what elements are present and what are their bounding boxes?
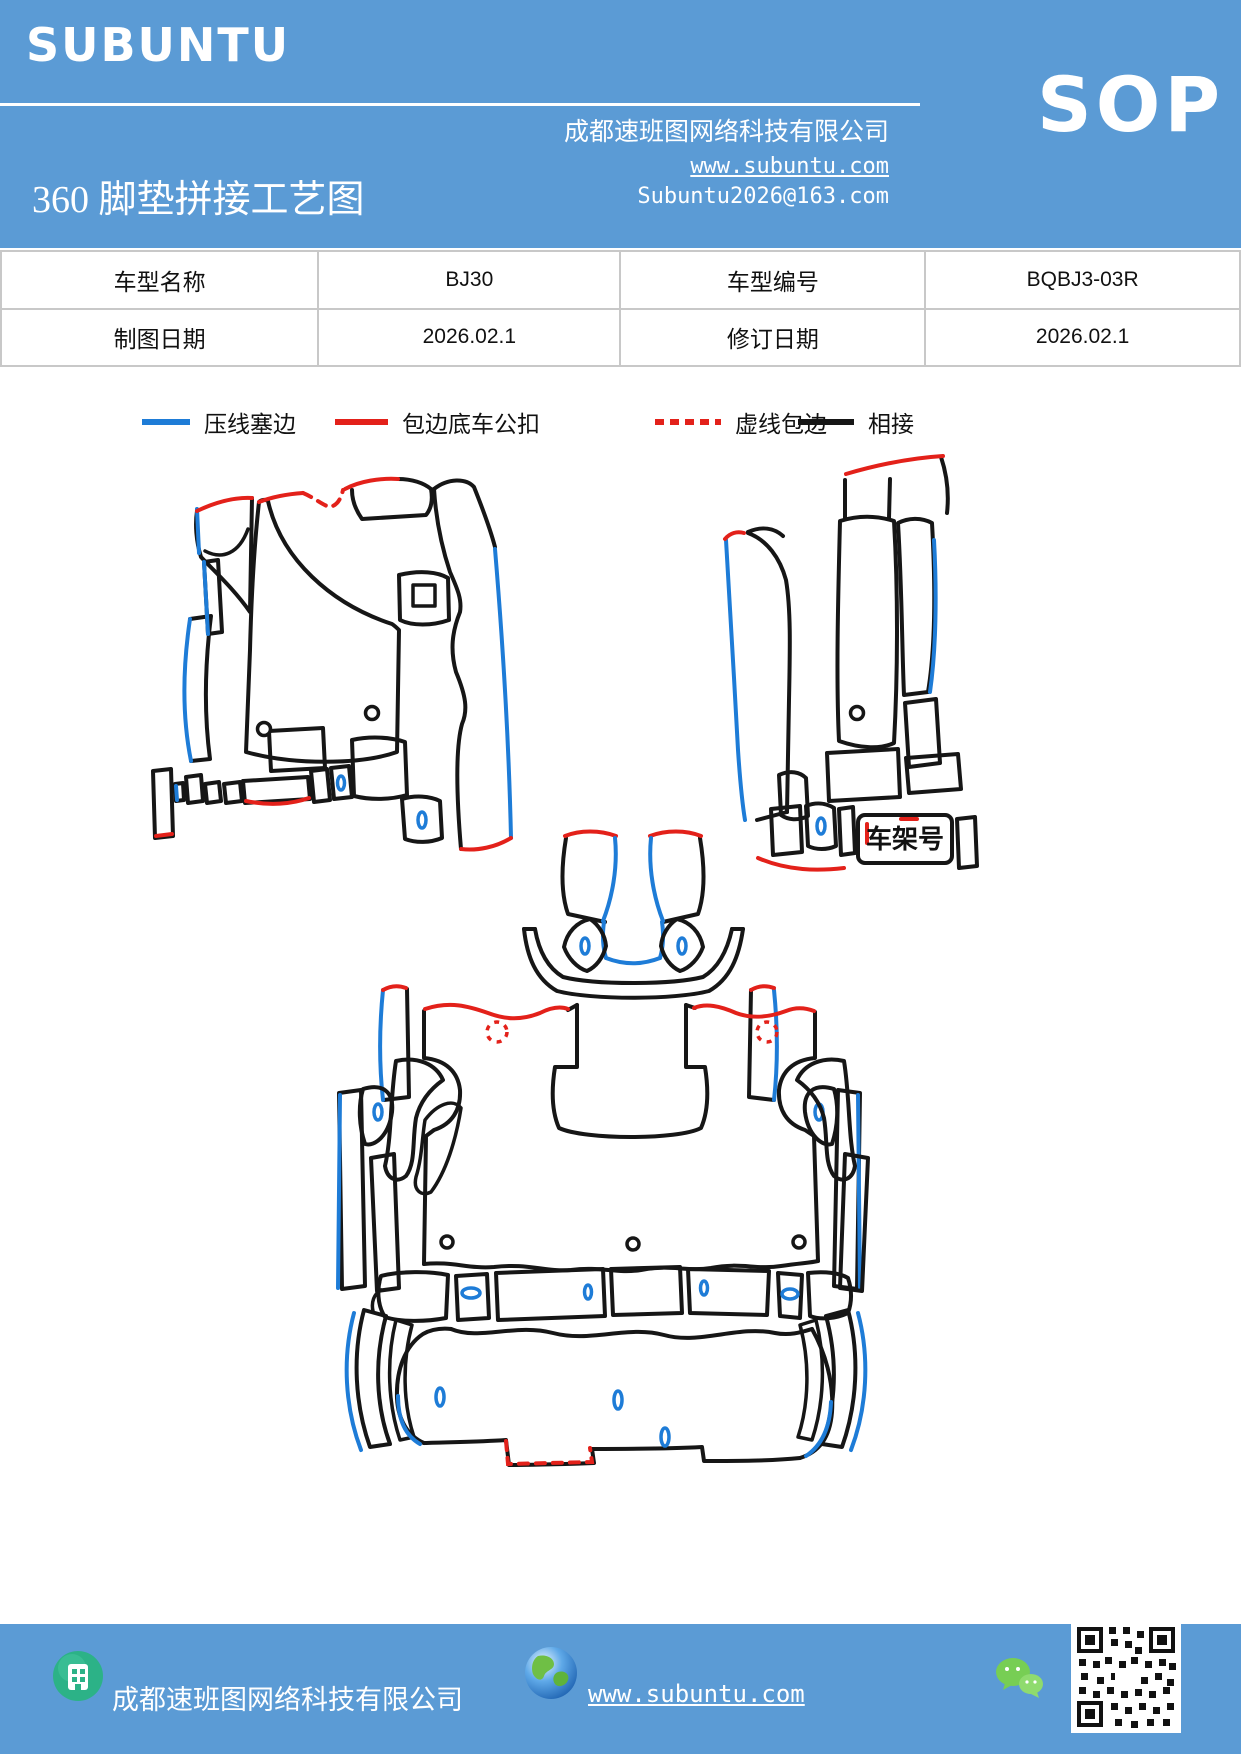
doc-type-label: SOP [1037,60,1225,149]
qr-code [1071,1621,1181,1733]
rear-mat-group [336,829,870,1467]
legend-label: 压线塞边 [204,412,296,437]
legend-label: 相接 [868,412,914,437]
legend-item-press-edge: 压线塞边 [142,402,296,442]
model-name-label: 车型名称 [0,250,320,310]
draw-date-label: 制图日期 [0,307,320,367]
header-email: Subuntu2026@163.com [637,184,889,209]
red-dashed-swatch [655,419,721,425]
model-code-value: BQBJ3-03R [924,250,1241,310]
revise-date-label: 修订日期 [619,307,927,367]
legend-item-binding-buckle: 包边底车公扣 [335,402,540,442]
header-divider [0,103,920,106]
vin-label: 车架号 [866,824,944,854]
revise-date-value: 2026.02.1 [924,307,1241,367]
vehicle-info-table: 车型名称 BJ30 车型编号 BQBJ3-03R 制图日期 2026.02.1 … [0,250,1241,367]
model-name-value: BJ30 [317,250,622,310]
black-line-swatch [798,419,854,425]
front-right-mat-group: 车架号 [723,454,979,872]
legend-item-joint: 相接 [798,402,914,442]
footer-website-link[interactable]: www.subuntu.com [588,1680,805,1708]
legend: 压线塞边 包边底车公扣 虚线包边 相接 [0,402,1241,442]
brand-logo: SUBUNTU [26,18,291,72]
header: SUBUNTU 成都速班图网络科技有限公司 360 脚垫拼接工艺图 SOP ww… [0,0,1241,248]
header-website-link[interactable]: www.subuntu.com [690,154,889,179]
header-company-name: 成都速班图网络科技有限公司 [563,119,889,146]
legend-label: 包边底车公扣 [402,412,540,437]
draw-date-value: 2026.02.1 [317,307,622,367]
red-line-swatch [335,419,388,425]
model-code-label: 车型编号 [619,250,927,310]
footer-company-name: 成都速班图网络科技有限公司 [112,1685,463,1715]
front-left-mat-group [151,476,513,852]
company-badge-icon [53,1651,103,1701]
table-row: 车型名称 BJ30 车型编号 BQBJ3-03R [0,250,1241,310]
globe-icon [525,1647,577,1699]
wechat-icon [996,1658,1043,1698]
table-row: 制图日期 2026.02.1 修订日期 2026.02.1 [0,307,1241,367]
blue-line-swatch [142,419,190,425]
page-title: 360 脚垫拼接工艺图 [32,179,365,221]
